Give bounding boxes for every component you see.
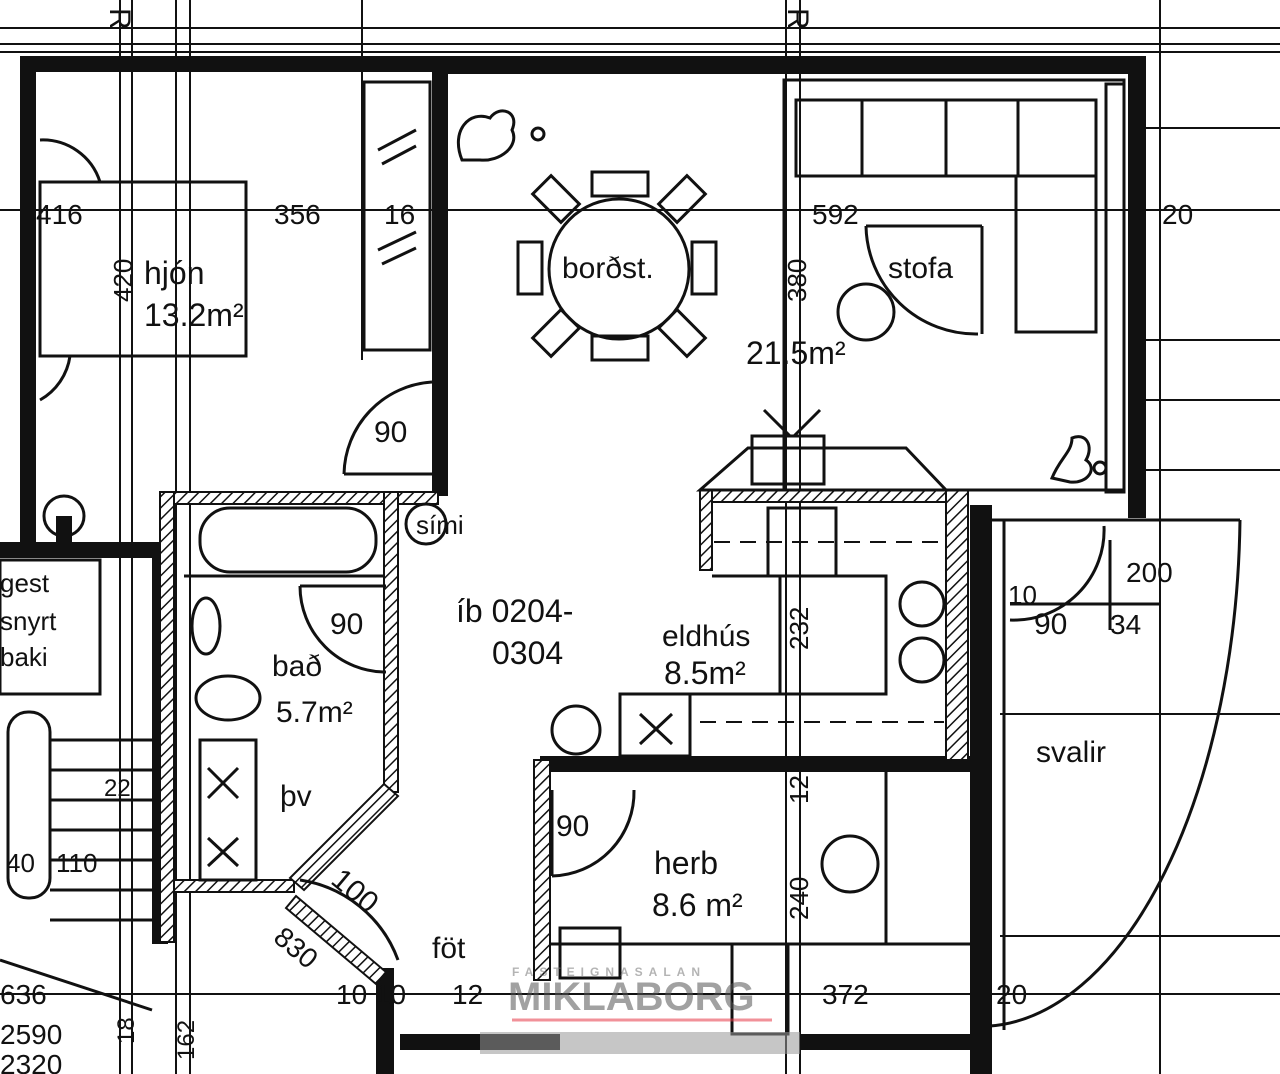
watermark-tagline: FASTEIGNASALAN — [512, 965, 706, 979]
axis-label-r2: R — [781, 8, 814, 30]
dimension-labels: 416 356 16 592 20 420 380 232 12 240 200… — [0, 8, 1193, 1074]
dim-bottom-372: 372 — [822, 979, 869, 1010]
dim-top-left: 416 — [36, 199, 83, 230]
room-name-kitchen: eldhús — [662, 620, 750, 653]
dim-right-edge: 20 — [1162, 199, 1193, 230]
room-area-kitchen: 8.5m² — [664, 655, 746, 691]
watermark-brand: MIKLABORG — [508, 975, 755, 1019]
room-labels: hjón 13.2m² borðst. stofa 21.5m² bað 5.7… — [0, 252, 1106, 965]
dim-kitchen-height: 232 — [784, 607, 814, 650]
dim-balcony-34: 34 — [1110, 609, 1141, 640]
dim-balcony-width: 200 — [1126, 557, 1173, 588]
room-area-bedroom: 8.6 m² — [652, 887, 743, 923]
room-name-bedroom-master: hjón — [144, 255, 205, 291]
partitions — [159, 489, 969, 986]
dim-left-636: 636 — [0, 979, 47, 1010]
dim-left-40: 40 — [6, 848, 35, 878]
dim-top-right: 592 — [812, 199, 859, 230]
dim-bottom-12: 12 — [452, 979, 483, 1010]
dim-left-162: 162 — [173, 1020, 200, 1060]
room-name-hall: föt — [432, 932, 466, 965]
guest-wc-line2: snyrt — [0, 606, 57, 636]
dim-left-22: 22 — [104, 775, 131, 802]
room-name-bathroom: bað — [272, 650, 322, 683]
dim-bottom-1010: 10 10 — [336, 979, 406, 1010]
door-width-balcony: 90 — [1034, 608, 1067, 641]
door-width-bath: 90 — [330, 608, 363, 641]
room-name-living: stofa — [888, 252, 953, 285]
dim-room-height: 240 — [784, 877, 814, 920]
dim-bottom-right: 20 — [996, 979, 1027, 1010]
door-width-bedroom: 90 — [374, 416, 407, 449]
door-width-entry: 100 — [325, 862, 385, 919]
dim-left-2590: 2590 — [0, 1019, 62, 1050]
phone-label: sími — [416, 510, 464, 540]
interior-lines — [0, 78, 1242, 1036]
dim-left-2320: 2320 — [0, 1049, 62, 1074]
dim-left-18: 18 — [113, 1017, 140, 1044]
room-name-balcony: svalir — [1036, 736, 1106, 769]
door-width-room: 90 — [556, 810, 589, 843]
dim-left-110: 110 — [56, 848, 97, 878]
dim-top-mid: 356 — [274, 199, 321, 230]
dim-balcony-d1: 10 — [1008, 580, 1037, 610]
room-name-dining: borðst. — [562, 252, 654, 285]
room-area-bedroom-master: 13.2m² — [144, 297, 244, 333]
room-area-living: 21.5m² — [746, 335, 846, 371]
room-name-laundry: þv — [280, 780, 312, 813]
unit-label-line1: íb 0204- — [456, 593, 573, 629]
dim-living-height: 380 — [782, 259, 812, 302]
watermark: FASTEIGNASALAN MIKLABORG — [480, 965, 800, 1054]
guest-wc-line1: gest — [0, 568, 50, 598]
room-area-bathroom: 5.7m² — [276, 696, 353, 729]
dim-top-small: 16 — [384, 199, 415, 230]
dim-bed-height: 420 — [108, 259, 138, 302]
dim-kitchen-height2: 12 — [784, 775, 814, 804]
guest-wc-line3: baki — [0, 642, 48, 672]
axis-label-r1: R — [103, 8, 136, 30]
room-name-bedroom: herb — [654, 845, 718, 881]
unit-label-line2: 0304 — [492, 635, 563, 671]
